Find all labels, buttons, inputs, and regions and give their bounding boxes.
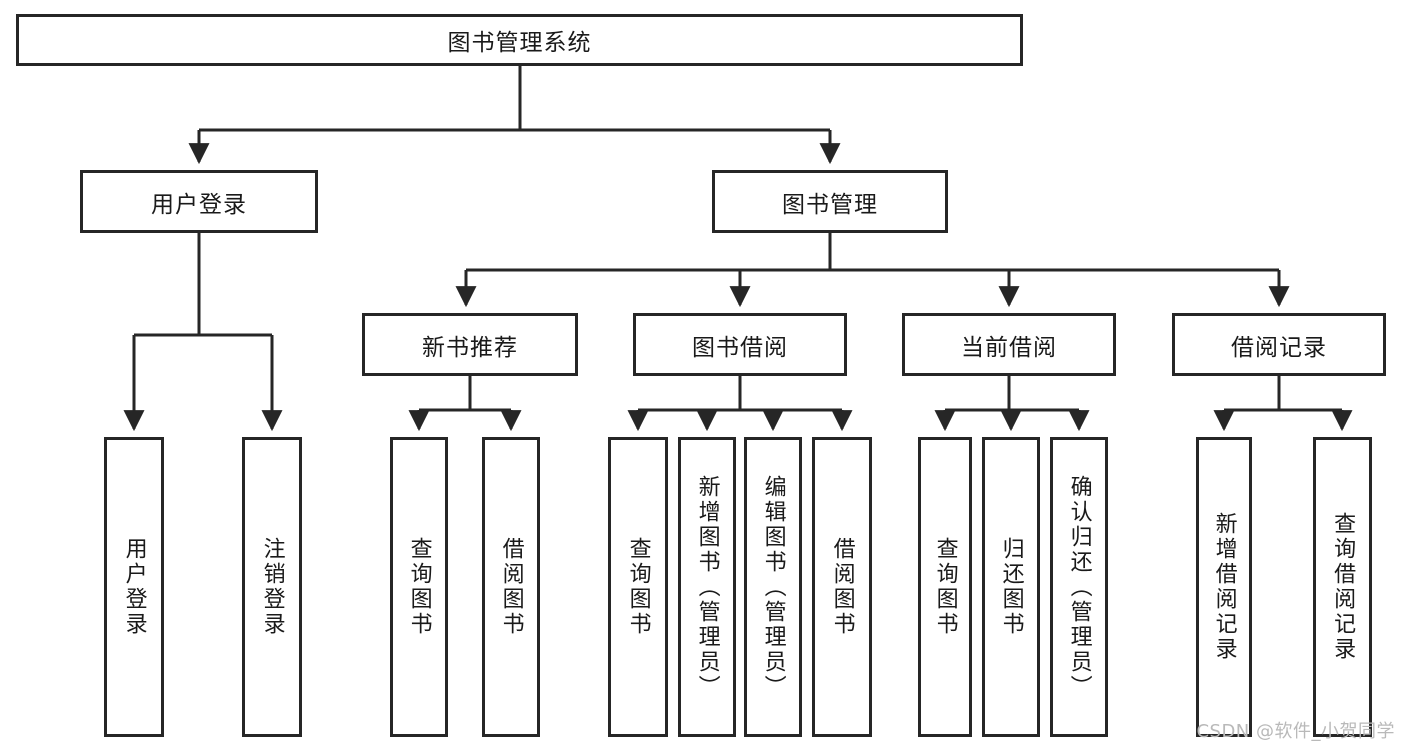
node-leaf-borrow-book-recommend-label: 借阅图书 [498, 537, 524, 637]
node-leaf-edit-book-label: 编辑图书（管理员） [760, 474, 786, 700]
node-leaf-borrow-book[interactable]: 借阅图书 [812, 437, 872, 737]
node-leaf-user-login[interactable]: 用户登录 [104, 437, 164, 737]
node-leaf-borrow-book-recommend[interactable]: 借阅图书 [482, 437, 540, 737]
node-leaf-confirm-return[interactable]: 确认归还（管理员） [1050, 437, 1108, 737]
node-new-book-recommend-label: 新书推荐 [422, 334, 518, 361]
node-book-management-label: 图书管理 [782, 191, 878, 218]
node-leaf-query-book-recommend[interactable]: 查询图书 [390, 437, 448, 737]
node-leaf-add-book-label: 新增图书（管理员） [694, 474, 720, 700]
node-book-management[interactable]: 图书管理 [712, 170, 948, 233]
node-leaf-logout-label: 注销登录 [259, 537, 285, 637]
node-root[interactable]: 图书管理系统 [16, 14, 1023, 66]
node-user-login-label: 用户登录 [151, 191, 247, 218]
node-leaf-query-book-recommend-label: 查询图书 [406, 537, 432, 637]
watermark-text: CSDN @软件_小贺同学 [1196, 721, 1395, 742]
node-leaf-add-borrow-record-label: 新增借阅记录 [1211, 512, 1237, 662]
node-leaf-add-borrow-record[interactable]: 新增借阅记录 [1196, 437, 1252, 737]
node-leaf-query-book-current[interactable]: 查询图书 [918, 437, 972, 737]
node-leaf-user-login-label: 用户登录 [121, 537, 147, 637]
node-leaf-query-borrow-record-label: 查询借阅记录 [1330, 512, 1356, 662]
node-leaf-add-book[interactable]: 新增图书（管理员） [678, 437, 736, 737]
node-leaf-query-book-current-label: 查询图书 [932, 537, 958, 637]
node-leaf-query-borrow-record[interactable]: 查询借阅记录 [1313, 437, 1372, 737]
node-current-borrow-label: 当前借阅 [961, 334, 1057, 361]
node-borrow-record[interactable]: 借阅记录 [1172, 313, 1386, 376]
node-leaf-edit-book[interactable]: 编辑图书（管理员） [744, 437, 802, 737]
node-leaf-return-book-label: 归还图书 [998, 537, 1024, 637]
node-borrow-record-label: 借阅记录 [1231, 334, 1327, 361]
node-leaf-confirm-return-label: 确认归还（管理员） [1066, 474, 1092, 700]
node-current-borrow[interactable]: 当前借阅 [902, 313, 1116, 376]
node-leaf-borrow-book-label: 借阅图书 [829, 537, 855, 637]
node-leaf-query-book-borrow-label: 查询图书 [625, 537, 651, 637]
node-user-login[interactable]: 用户登录 [80, 170, 318, 233]
node-book-borrow[interactable]: 图书借阅 [633, 313, 847, 376]
node-leaf-logout[interactable]: 注销登录 [242, 437, 302, 737]
node-leaf-query-book-borrow[interactable]: 查询图书 [608, 437, 668, 737]
node-leaf-return-book[interactable]: 归还图书 [982, 437, 1040, 737]
node-book-borrow-label: 图书借阅 [692, 334, 788, 361]
node-root-label: 图书管理系统 [447, 30, 592, 56]
node-new-book-recommend[interactable]: 新书推荐 [362, 313, 578, 376]
